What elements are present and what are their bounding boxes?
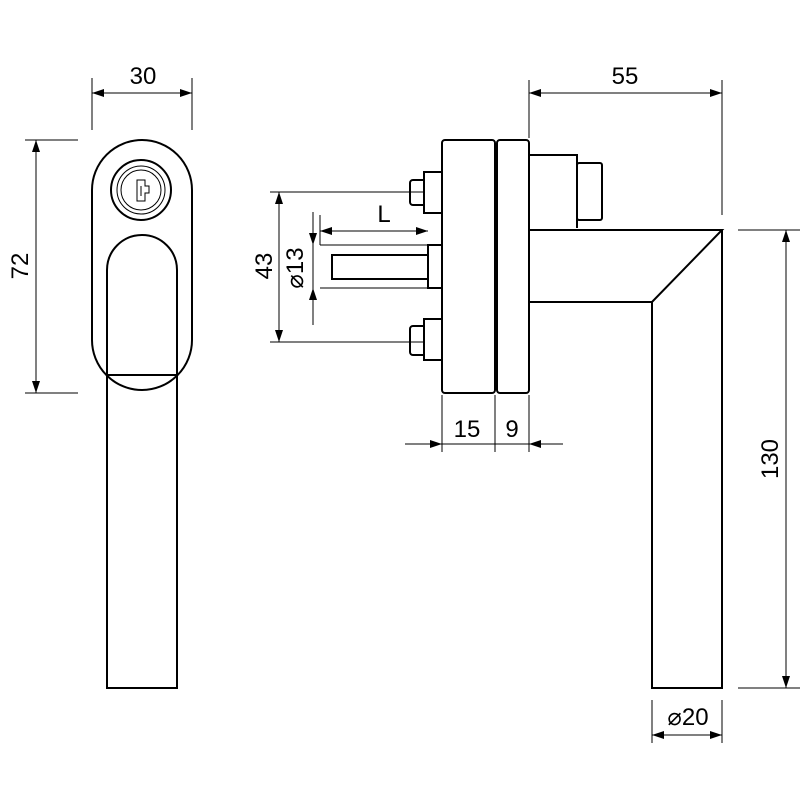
- lock-cylinder-body: [529, 154, 578, 228]
- dim-plate-thickness: 15 9: [405, 395, 563, 452]
- dim-label-dia13: ⌀13: [282, 247, 309, 288]
- spindle: [331, 254, 428, 280]
- dim-label-dia20: ⌀20: [667, 704, 708, 731]
- front-view: [91, 139, 193, 689]
- lock-cylinder-icon: [110, 159, 172, 221]
- dim-lever-diameter: ⌀20: [651, 700, 723, 743]
- dim-label-130: 130: [757, 439, 784, 479]
- dim-label-72: 72: [7, 253, 34, 280]
- dim-label-43: 43: [251, 253, 278, 280]
- dim-projection: 55: [528, 63, 723, 215]
- dim-label-15: 15: [454, 416, 481, 443]
- front-lever-bar: [106, 374, 178, 689]
- dim-height-plate: 72: [7, 139, 78, 394]
- dim-spindle-length: L: [319, 201, 428, 245]
- dim-label-9: 9: [505, 416, 518, 443]
- side-lever: [529, 229, 725, 303]
- middle-bolt: [427, 244, 442, 289]
- dim-label-L: L: [377, 201, 390, 228]
- dim-label-55: 55: [612, 63, 639, 90]
- bottom-bolt: [409, 318, 442, 361]
- dim-spindle-diameter: ⌀13: [282, 212, 317, 325]
- side-lever-bar: [651, 230, 723, 689]
- lock-cylinder-tip: [576, 162, 603, 221]
- front-handle-neck: [106, 234, 178, 375]
- front-rose-plate: [91, 139, 193, 391]
- side-base-plate: [441, 139, 496, 394]
- side-rose: [496, 139, 530, 394]
- dim-spacing: 43: [251, 191, 424, 343]
- dim-lever-length: 130: [738, 229, 800, 689]
- dim-width-front: 30: [91, 63, 193, 130]
- dim-label-30: 30: [130, 63, 157, 90]
